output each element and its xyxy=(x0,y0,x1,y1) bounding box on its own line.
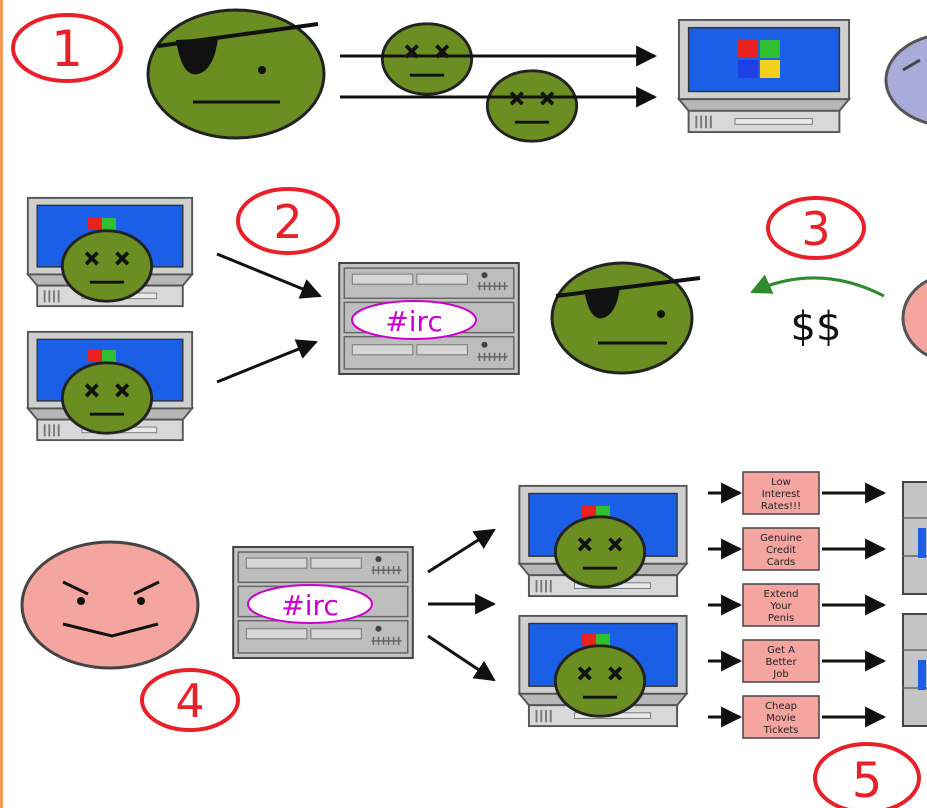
spam-message-text: Extend xyxy=(764,589,799,600)
step-1-badge: 1 xyxy=(11,13,123,83)
infected-pc-icon xyxy=(518,614,688,728)
step-3-number: 3 xyxy=(801,202,830,256)
spam-message-text: Job xyxy=(772,669,788,680)
client-face xyxy=(901,279,927,357)
step-1-number: 1 xyxy=(51,20,83,78)
spam-message-text: Your xyxy=(769,601,792,612)
connect-arrow xyxy=(216,339,318,384)
step-4-badge: 4 xyxy=(140,668,240,732)
command-arrow xyxy=(427,634,496,682)
step-2-badge: 2 xyxy=(236,187,340,255)
command-arrow xyxy=(427,528,496,574)
step-2-number: 2 xyxy=(273,195,302,249)
spam-message-text: Cards xyxy=(767,557,796,568)
irc-channel-label: #irc xyxy=(281,589,339,622)
step-3-badge: 3 xyxy=(766,196,866,260)
spam-message-text: Cheap xyxy=(765,701,797,712)
infected-pc-icon xyxy=(26,330,194,442)
irc-channel-label: #irc xyxy=(385,305,443,338)
irc-server-icon: #irc xyxy=(232,546,414,659)
spam-message-box xyxy=(742,695,820,739)
worm-zombie-icon xyxy=(382,24,471,94)
bot-herder-face xyxy=(550,261,701,375)
step-4-number: 4 xyxy=(175,674,204,728)
step-5-number: 5 xyxy=(852,753,883,808)
spam-message-text: Interest xyxy=(762,489,801,500)
spam-message-box xyxy=(742,583,820,627)
spam-message-box xyxy=(742,639,820,683)
spam-message-text: Movie xyxy=(766,713,796,724)
spam-message-text: Tickets xyxy=(763,725,799,736)
spam-message-text: Rates!!! xyxy=(761,501,801,512)
spammer-face xyxy=(20,540,200,670)
payment-arrow xyxy=(750,274,885,298)
eyepatch-icon xyxy=(584,286,620,319)
left-border xyxy=(0,0,3,808)
client-face xyxy=(884,35,927,125)
spam-message-text: Genuine xyxy=(760,533,802,544)
spam-message-text: Credit xyxy=(766,545,796,556)
infected-pc-icon xyxy=(518,484,688,598)
connect-arrow xyxy=(216,252,322,299)
spam-message-box xyxy=(742,527,820,571)
spam-message-text: Better xyxy=(765,657,797,668)
eyepatch-icon xyxy=(176,38,218,75)
mail-server-icon xyxy=(902,481,927,595)
worm-zombie-icon xyxy=(487,71,576,141)
windows-pc-icon xyxy=(677,18,851,134)
spam-message-text: Penis xyxy=(768,613,794,624)
spam-message-box xyxy=(742,471,820,515)
spam-message-text: Get A xyxy=(767,645,795,656)
step-5-badge: 5 xyxy=(813,742,921,808)
bot-herder-face xyxy=(146,8,326,140)
irc-server-icon: #irc xyxy=(338,262,520,375)
payment-label: $$ xyxy=(791,304,842,350)
spam-message-text: Low xyxy=(771,477,791,488)
infected-pc-icon xyxy=(26,196,194,308)
mail-server-icon xyxy=(902,613,927,727)
